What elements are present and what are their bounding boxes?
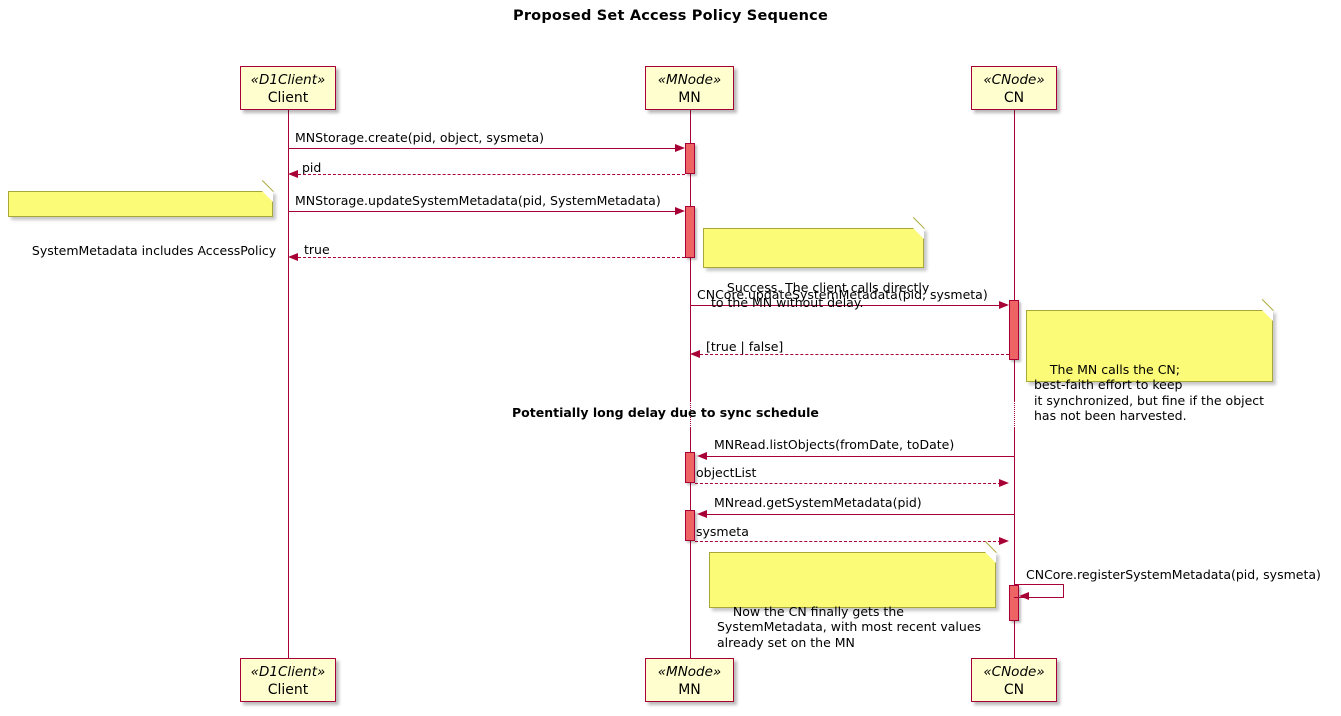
message-label-7: MNRead.listObjects(fromDate, toDate) bbox=[714, 437, 955, 452]
message-arrowhead-10 bbox=[999, 536, 1009, 545]
note-fold-line bbox=[912, 217, 924, 229]
note-fold-icon bbox=[1262, 310, 1273, 321]
message-arrowhead-6 bbox=[690, 349, 700, 358]
message-label-1: MNStorage.create(pid, object, sysmeta) bbox=[295, 130, 545, 145]
note-access-policy-text: SystemMetadata includes AccessPolicy bbox=[31, 242, 277, 258]
note-fold-icon bbox=[262, 191, 273, 202]
message-label-2: pid bbox=[302, 160, 322, 175]
activation-cn-updatesysmeta bbox=[1009, 300, 1019, 360]
participant-client-bottom[interactable]: «D1Client» Client bbox=[240, 658, 336, 702]
note-fold-line bbox=[1261, 299, 1273, 311]
message-label-8: objectList bbox=[696, 465, 757, 480]
participant-mn-top[interactable]: «MNode» MN bbox=[645, 66, 734, 110]
note-cn-gets-sysmeta-text: Now the CN finally gets the SystemMetada… bbox=[717, 603, 982, 650]
message-arrowhead-1 bbox=[675, 143, 685, 152]
message-line-7 bbox=[703, 456, 1014, 457]
message-arrowhead-9 bbox=[697, 509, 707, 518]
participant-mn-stereotype: «MNode» bbox=[657, 664, 722, 680]
note-success-text: Success. The client calls directly to th… bbox=[711, 279, 930, 311]
note-mn-calls-cn: The MN calls the CN; best-faith effort t… bbox=[1026, 299, 1273, 423]
message-line-10 bbox=[695, 541, 1001, 542]
participant-cn-stereotype: «CNode» bbox=[983, 72, 1045, 88]
activation-mn-create bbox=[685, 143, 695, 174]
message-line-4 bbox=[293, 257, 685, 258]
participant-client-name: Client bbox=[267, 90, 309, 106]
page-title: Proposed Set Access Policy Sequence bbox=[513, 8, 828, 24]
participant-mn-name: MN bbox=[678, 682, 701, 698]
message-arrowhead-5 bbox=[999, 300, 1009, 309]
message-arrowhead-8 bbox=[999, 478, 1009, 487]
message-label-10: sysmeta bbox=[696, 524, 749, 539]
note-success: Success. The client calls directly to th… bbox=[703, 217, 929, 310]
activation-mn-updatesysmeta bbox=[685, 206, 695, 258]
message-line-2 bbox=[293, 174, 685, 175]
message-line-9 bbox=[703, 514, 1014, 515]
activation-mn-listobjects bbox=[685, 452, 695, 483]
message-label-9: MNread.getSystemMetadata(pid) bbox=[714, 495, 922, 510]
message-label-5: CNCore.updateSystemMetadata(pid, sysmeta… bbox=[697, 287, 988, 302]
participant-mn-bottom[interactable]: «MNode» MN bbox=[645, 658, 734, 702]
lifeline-mn-lower bbox=[690, 428, 691, 658]
message-arrowhead-7 bbox=[697, 451, 707, 460]
message-line-3 bbox=[288, 211, 677, 212]
activation-cn-register bbox=[1009, 585, 1019, 621]
lifeline-client bbox=[288, 110, 289, 658]
message-label-3: MNStorage.updateSystemMetadata(pid, Syst… bbox=[295, 193, 661, 208]
participant-mn-stereotype: «MNode» bbox=[657, 72, 722, 88]
participant-client-stereotype: «D1Client» bbox=[250, 664, 326, 680]
note-cn-gets-sysmeta: Now the CN finally gets the SystemMetada… bbox=[709, 541, 996, 650]
participant-client-top[interactable]: «D1Client» Client bbox=[240, 66, 336, 110]
participant-client-name: Client bbox=[267, 682, 309, 698]
message-line-6 bbox=[695, 354, 1009, 355]
note-fold-line bbox=[261, 180, 273, 192]
message-label-6: [true | false] bbox=[706, 339, 784, 354]
message-line-5 bbox=[690, 305, 1001, 306]
lifeline-cn-delay bbox=[1014, 400, 1015, 428]
message-label-11: CNCore.registerSystemMetadata(pid, sysme… bbox=[1026, 567, 1321, 582]
delay-divider-label: Potentially long delay due to sync sched… bbox=[512, 405, 819, 420]
lifeline-cn-lower bbox=[1014, 428, 1015, 658]
participant-cn-name: CN bbox=[1003, 90, 1025, 106]
note-fold-icon bbox=[985, 552, 996, 563]
participant-cn-top[interactable]: «CNode» CN bbox=[971, 66, 1057, 110]
participant-mn-name: MN bbox=[678, 90, 701, 106]
note-mn-calls-cn-text: The MN calls the CN; best-faith effort t… bbox=[1034, 361, 1265, 424]
participant-cn-name: CN bbox=[1003, 682, 1025, 698]
participant-cn-bottom[interactable]: «CNode» CN bbox=[971, 658, 1057, 702]
message-arrowhead-4 bbox=[288, 252, 298, 261]
message-line-1 bbox=[288, 148, 677, 149]
message-self-loop-cn bbox=[1014, 584, 1064, 598]
note-access-policy: SystemMetadata includes AccessPolicy bbox=[8, 180, 276, 258]
lifeline-mn-delay bbox=[690, 400, 691, 428]
message-label-4: true bbox=[304, 242, 330, 257]
message-arrowhead-3 bbox=[675, 206, 685, 215]
message-arrowhead-11 bbox=[1019, 591, 1029, 600]
note-fold-icon bbox=[913, 228, 924, 239]
note-fold-line bbox=[984, 541, 996, 553]
activation-mn-getsysmeta bbox=[685, 510, 695, 541]
participant-cn-stereotype: «CNode» bbox=[983, 664, 1045, 680]
message-line-8 bbox=[695, 483, 1001, 484]
message-arrowhead-2 bbox=[288, 169, 298, 178]
participant-client-stereotype: «D1Client» bbox=[250, 72, 326, 88]
lifeline-cn-upper bbox=[1014, 110, 1015, 400]
